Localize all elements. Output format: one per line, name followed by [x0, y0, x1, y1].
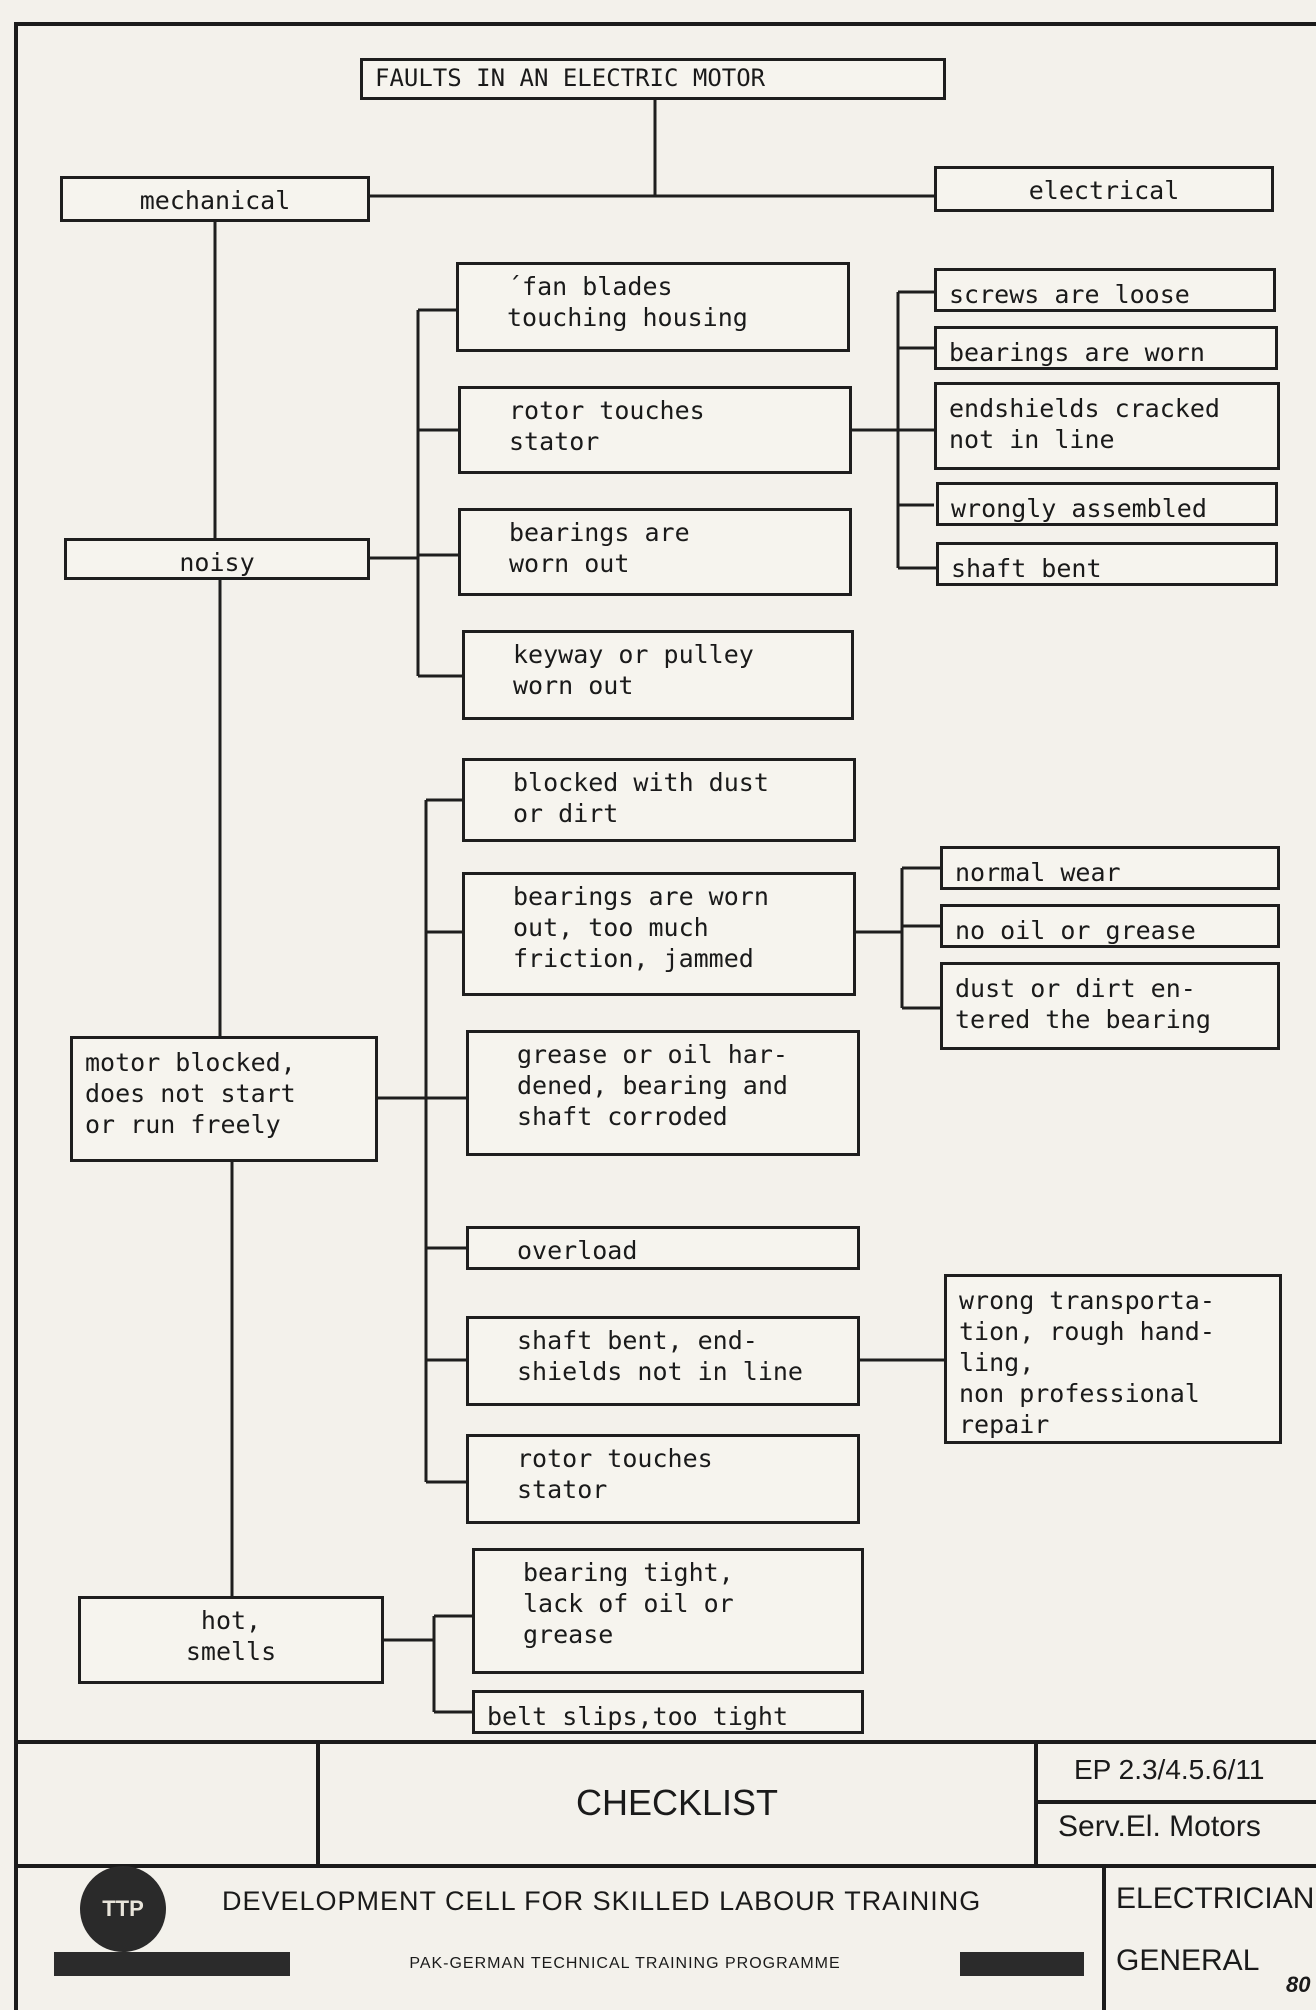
cause-blocked-dust: blocked with dust or dirt — [462, 758, 856, 842]
trade-label: ELECTRICIAN — [1116, 1882, 1315, 1915]
cause-fan-blades: ´fan blades touching housing — [456, 262, 850, 352]
cause-rotor-touches-stator-2: rotor touches stator — [466, 1434, 860, 1524]
symptom-hot-smells: hot, smells — [78, 1596, 384, 1684]
sheet-border — [14, 22, 1316, 2010]
branch-mechanical: mechanical — [60, 176, 370, 222]
cause-grease-hardened: grease or oil har- dened, bearing and sh… — [466, 1030, 860, 1156]
logo-text: TTP — [102, 1896, 144, 1921]
subject-label: Serv.El. Motors — [1058, 1810, 1261, 1843]
subcause-wrong-transportation: wrong transporta- tion, rough hand- ling… — [944, 1274, 1282, 1444]
programme-label: PAK-GERMAN TECHNICAL TRAINING PROGRAMME — [290, 1950, 960, 1978]
symptom-motor-blocked: motor blocked, does not start or run fre… — [70, 1036, 378, 1162]
subcause-bearings-worn: bearings are worn — [934, 326, 1278, 370]
subcause-dust-dirt-bearing: dust or dirt en- tered the bearing — [940, 962, 1280, 1050]
page-number: 80 — [1286, 1972, 1311, 1997]
subcause-no-oil-grease: no oil or grease — [940, 904, 1280, 948]
cause-keyway-pulley: keyway or pulley worn out — [462, 630, 854, 720]
checklist-heading: CHECKLIST — [575, 1782, 779, 1823]
cause-bearings-friction: bearings are worn out, too much friction… — [462, 872, 856, 996]
level-label: GENERAL — [1116, 1944, 1260, 1977]
cause-overload: overload — [466, 1226, 860, 1270]
subcause-endshields-cracked: endshields cracked not in line — [934, 382, 1280, 470]
symptom-noisy: noisy — [64, 538, 370, 580]
cause-rotor-touches-stator: rotor touches stator — [458, 386, 852, 474]
subcause-screws-loose: screws are loose — [934, 268, 1276, 312]
branch-electrical: electrical — [934, 166, 1274, 212]
gear-logo-icon: TTP — [80, 1866, 166, 1952]
cause-bearing-tight: bearing tight, lack of oil or grease — [472, 1548, 864, 1674]
document-code: EP 2.3/4.5.6/11 — [1074, 1754, 1265, 1785]
cause-belt-slips: belt slips,too tight — [472, 1690, 864, 1734]
subcause-normal-wear: normal wear — [940, 846, 1280, 890]
cause-shaft-bent-endshields: shaft bent, end- shields not in line — [466, 1316, 860, 1406]
cause-bearings-worn-out: bearings are worn out — [458, 508, 852, 596]
subcause-shaft-bent: shaft bent — [936, 542, 1278, 586]
diagram-title: FAULTS IN AN ELECTRIC MOTOR — [360, 58, 946, 100]
subcause-wrongly-assembled: wrongly assembled — [936, 482, 1278, 526]
organization-name: DEVELOPMENT CELL FOR SKILLED LABOUR TRAI… — [222, 1886, 982, 1916]
